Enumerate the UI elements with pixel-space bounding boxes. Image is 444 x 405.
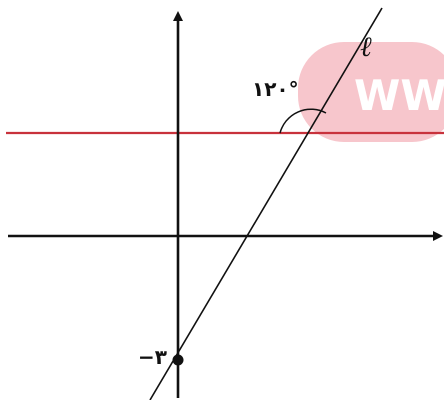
angle-label: ۱۲۰° <box>252 77 299 101</box>
line-l <box>149 7 383 401</box>
y-intercept-label: −۳ <box>138 345 167 369</box>
y-intercept-point <box>172 354 184 366</box>
watermark-text: WW <box>354 71 444 120</box>
angle-arc <box>279 108 327 134</box>
watermark-badge <box>298 42 444 142</box>
watermark: WW <box>298 42 444 142</box>
line-label: ℓ <box>360 30 372 63</box>
